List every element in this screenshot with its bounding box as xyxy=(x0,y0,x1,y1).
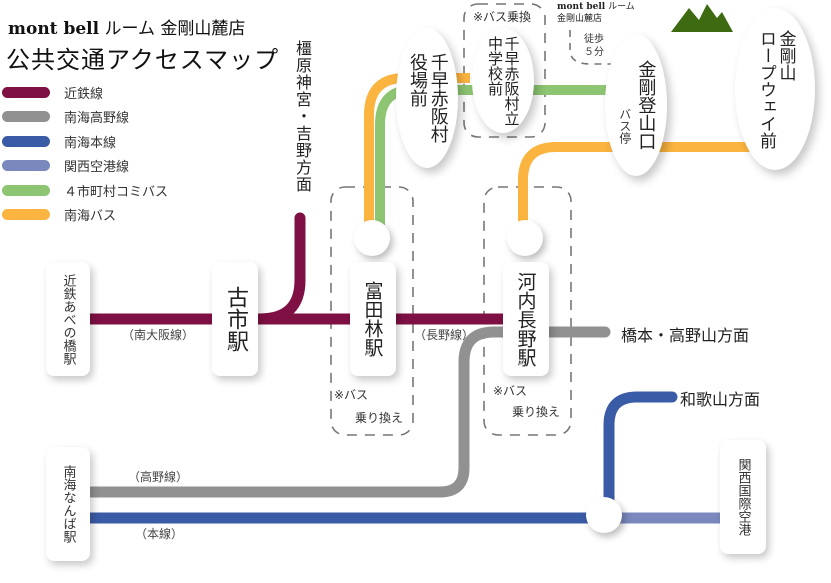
bus-stop-school-line2: 中学校前 xyxy=(486,35,504,96)
brand-name: mont bell xyxy=(8,19,100,39)
bus-stop-chihayaakasaka-office[interactable]: 千早赤阪村 役場前 xyxy=(396,28,458,168)
bus-stop-ropeway-line2: ロープウェイ前 xyxy=(756,29,776,149)
store-marker: mont bell ルーム 金剛山麓店 xyxy=(557,2,635,25)
line-label-main: （本線） xyxy=(135,527,184,541)
transfer-area-kawachinagano xyxy=(483,186,572,436)
note-bus-1: ※バス xyxy=(334,388,369,402)
legend-swatch xyxy=(2,160,50,172)
walk-time: ５分 xyxy=(584,46,604,58)
line-nankai-bus-2 xyxy=(518,142,760,225)
store-name: ルーム 金剛山麓店 xyxy=(99,19,246,39)
note-bus-transfer-top: ※バス乗換 xyxy=(473,10,532,24)
station-tondabayashi-label: 富田林駅 xyxy=(361,281,384,357)
store-marker-name: 金剛山麓店 xyxy=(557,13,603,24)
line-label-koya: （高野線） xyxy=(128,470,189,484)
legend: 近鉄線南海高野線南海本線関西空港線 ４市町村コミバス南海バス xyxy=(2,80,168,227)
station-kix[interactable]: 関西国際空港 xyxy=(720,440,766,554)
junction-node xyxy=(586,497,622,533)
station-abeno[interactable]: 近鉄あべの橋駅 xyxy=(46,262,90,376)
line-label-nagano: （長野線） xyxy=(414,328,475,342)
station-kawachinagano[interactable]: 河内長野駅 xyxy=(503,262,549,376)
line-nankai-koya xyxy=(84,326,611,498)
store-marker-suffix: ルーム xyxy=(605,2,635,12)
direction-hashimoto-koya: 橋本・高野山方面 xyxy=(621,326,750,345)
station-furuichi[interactable]: 古市駅 xyxy=(212,262,258,376)
legend-label: 南海本線 xyxy=(64,135,117,151)
station-abeno-label: 近鉄あべの橋駅 xyxy=(60,273,76,365)
legend-label: 関西空港線 xyxy=(64,160,130,176)
bus-stop-tozanguchi-line2: バス停 xyxy=(617,108,632,144)
legend-item: 近鉄線 xyxy=(2,80,168,105)
note-transfer-1: 乗り換え xyxy=(355,411,404,425)
transfer-area-school xyxy=(463,3,546,138)
legend-item: ４市町村コミバス xyxy=(2,178,168,203)
legend-label: 南海高野線 xyxy=(64,111,130,127)
bus-stop-tozanguchi-line1: 金剛登山口 xyxy=(635,60,657,150)
walk-note: 徒歩 ５分 xyxy=(584,34,604,59)
legend-label: ４市町村コミバス xyxy=(64,184,169,200)
legend-item: 南海バス xyxy=(2,203,168,228)
station-tondabayashi[interactable]: 富田林駅 xyxy=(350,262,396,376)
bus-stop-ropeway-line1: 金剛山 xyxy=(775,29,796,81)
legend-swatch xyxy=(2,86,50,98)
legend-item: 関西空港線 xyxy=(2,154,168,179)
bus-stop-office-line2: 役場前 xyxy=(407,53,428,107)
legend-item: 南海高野線 xyxy=(2,105,168,130)
direction-kashihara-yoshino: 橿原神宮・吉野方面 xyxy=(293,40,312,193)
station-kawachinagano-label: 河内長野駅 xyxy=(514,271,537,367)
note-transfer-2: 乗り換え xyxy=(512,405,561,419)
legend-label: 南海バス xyxy=(64,209,117,225)
bus-stop-office-line1: 千早赤阪村 xyxy=(427,53,449,143)
line-kintetsu-yoshino xyxy=(254,212,306,325)
station-namba-label: 南海なんば駅 xyxy=(60,465,76,543)
direction-wakayama: 和歌山方面 xyxy=(680,390,761,409)
mountain-icon xyxy=(671,4,733,32)
legend-swatch xyxy=(2,209,50,221)
bus-stop-kongo-tozanguchi[interactable]: 金剛登山口 バス停 xyxy=(605,34,667,176)
legend-swatch xyxy=(2,111,50,123)
legend-swatch xyxy=(2,135,50,147)
station-namba[interactable]: 南海なんば駅 xyxy=(46,447,90,561)
store-title: mont bell ルーム 金剛山麓店 xyxy=(8,14,245,39)
line-label-minami-osaka: （南大阪線） xyxy=(122,328,195,342)
note-bus-2: ※バス xyxy=(493,384,528,398)
legend-swatch xyxy=(2,184,50,196)
bus-stop-chihayaakasaka-school[interactable]: 千早赤阪村立 中学校前 xyxy=(472,28,534,133)
walk-label: 徒歩 xyxy=(584,34,604,45)
legend-label: 近鉄線 xyxy=(64,86,104,102)
bus-stop-node-tondabayashi xyxy=(354,220,390,256)
store-marker-brand: mont bell xyxy=(557,2,606,12)
station-furuichi-label: 古市駅 xyxy=(223,286,248,352)
legend-item: 南海本線 xyxy=(2,129,168,154)
map-subtitle: 公共交通アクセスマップ xyxy=(6,46,280,74)
bus-stop-node-kawachinagano xyxy=(507,220,543,256)
bus-stop-kongo-ropeway[interactable]: 金剛山 ロープウェイ前 xyxy=(735,8,815,170)
bus-stop-school-line1: 千早赤阪村立 xyxy=(502,35,521,126)
station-kix-label: 関西国際空港 xyxy=(735,458,751,536)
